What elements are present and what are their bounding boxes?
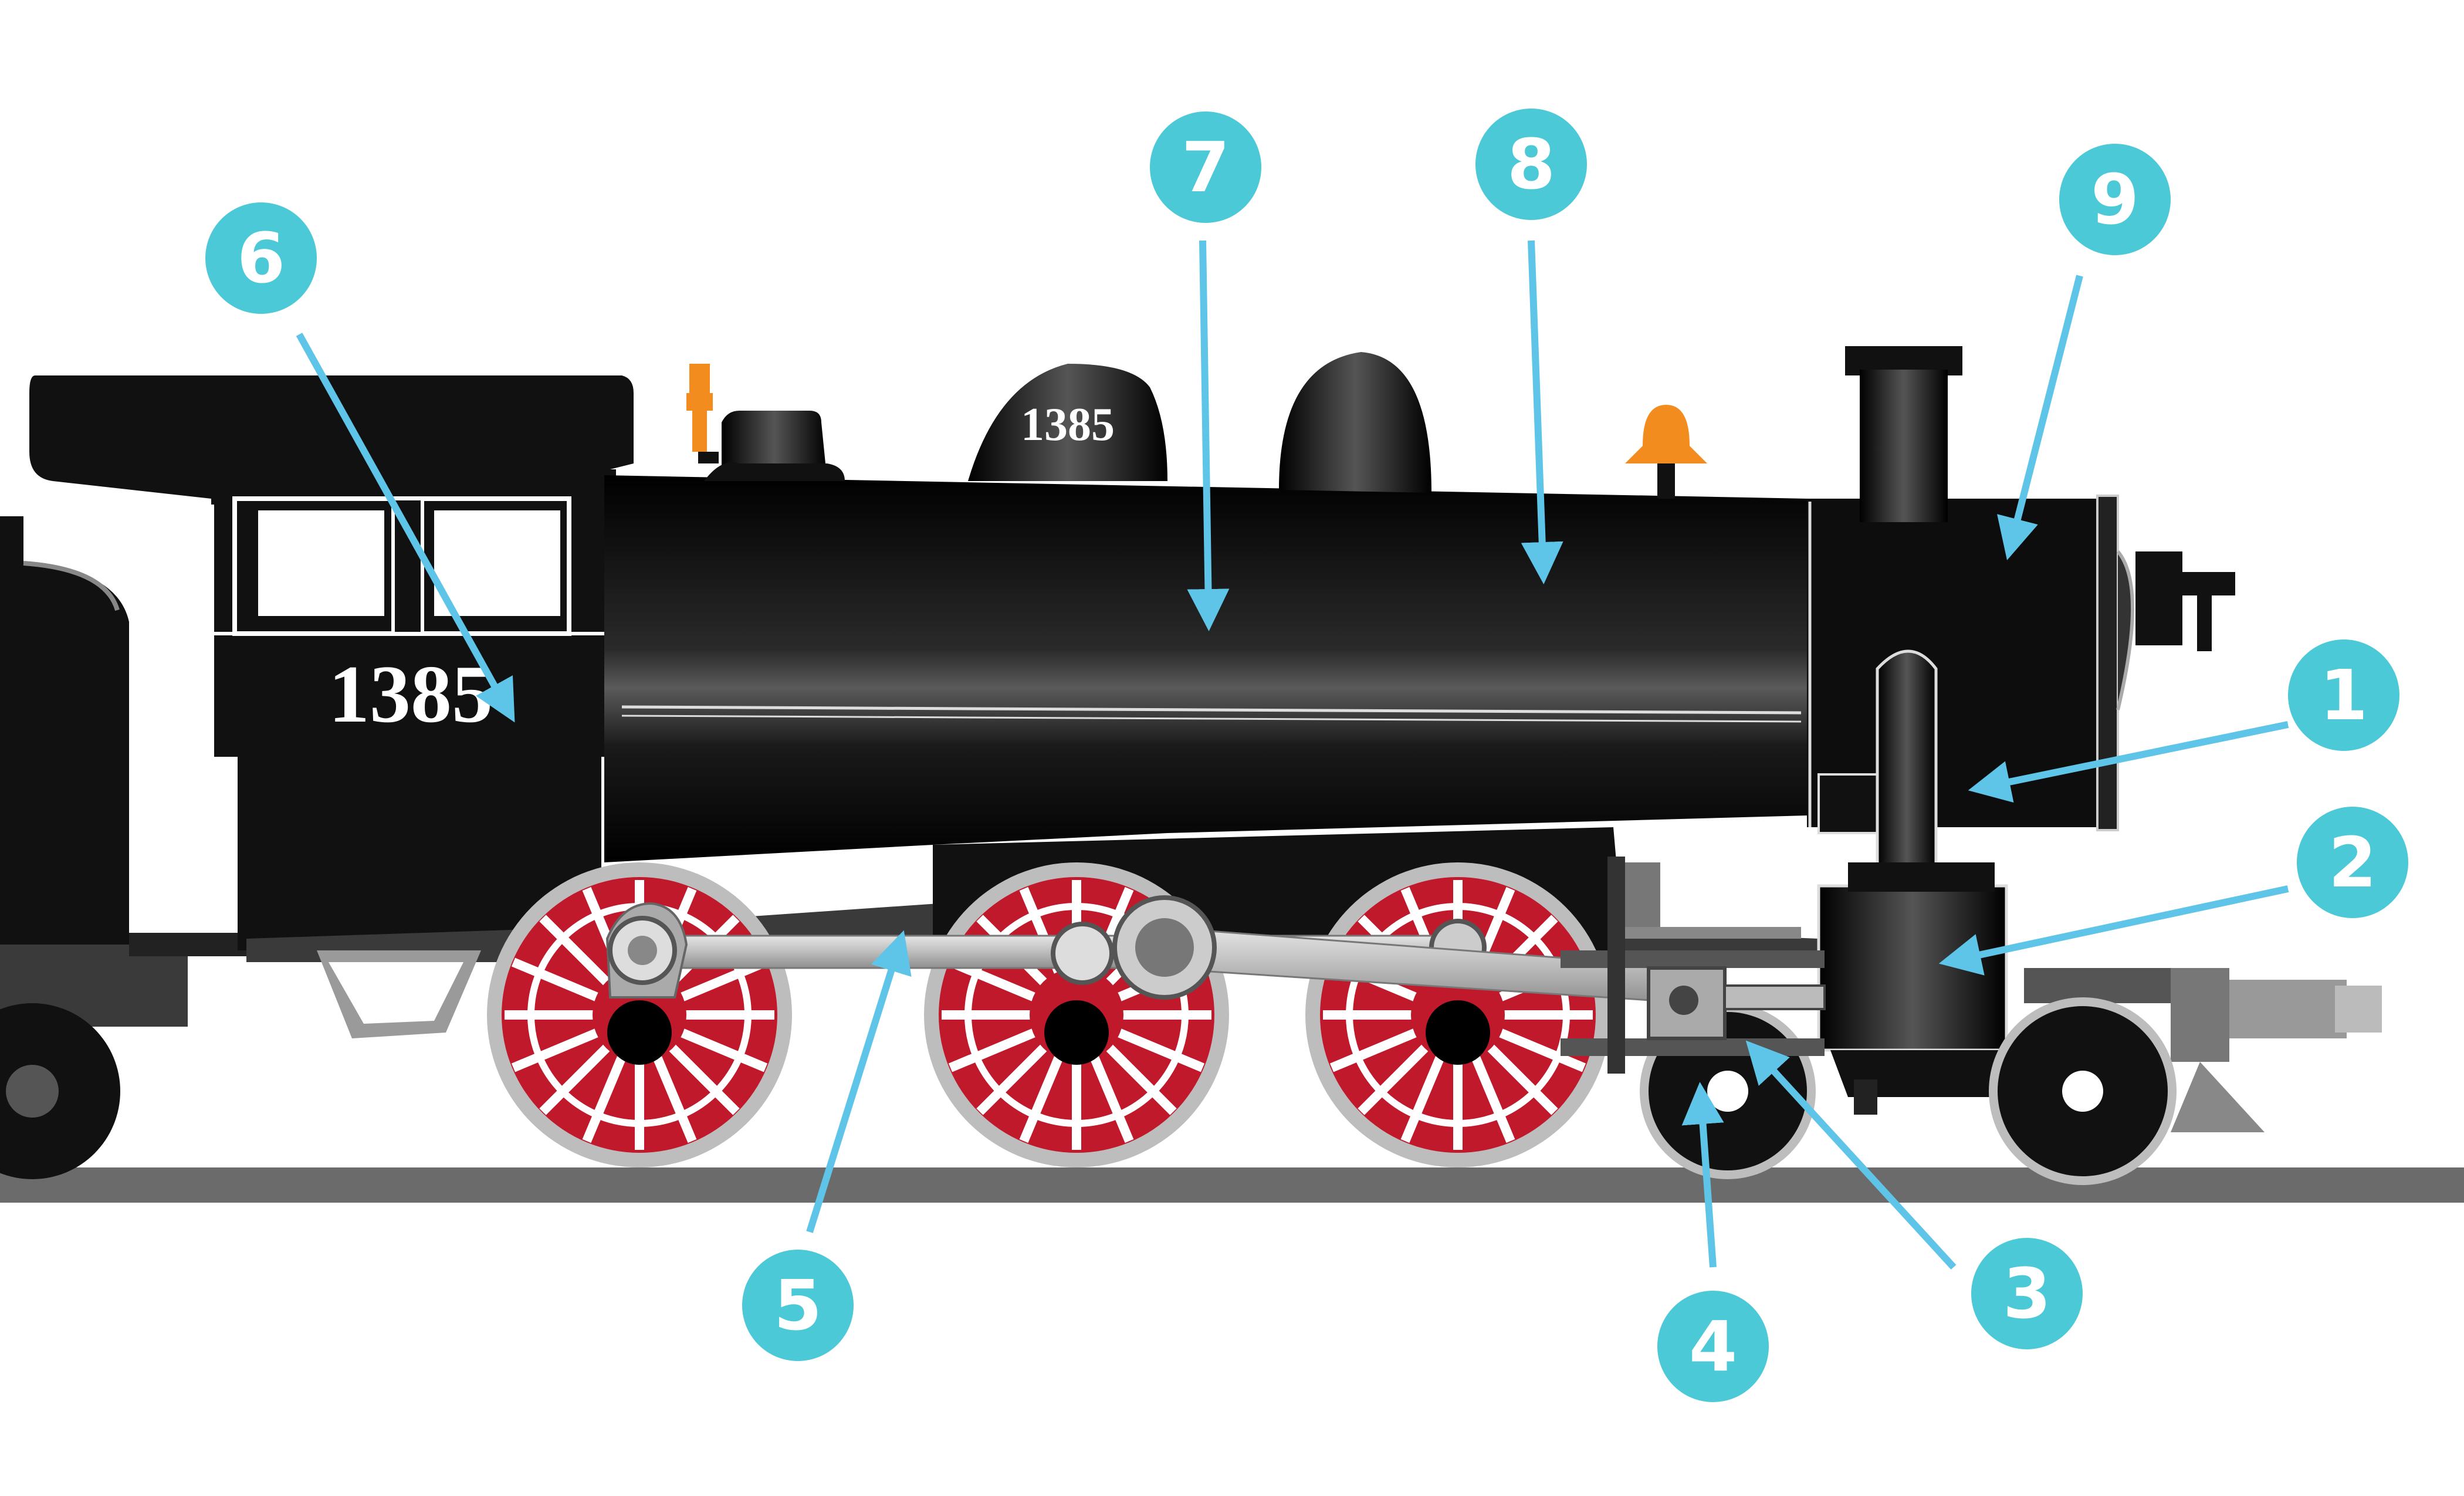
callout-5: 5 (742, 1250, 854, 1361)
callout-5-label: 5 (774, 1265, 822, 1346)
arrow-4 (1681, 1082, 1724, 1268)
whistle (686, 364, 719, 463)
callout-9-label: 9 (2091, 159, 2139, 240)
arrow-5 (806, 930, 912, 1233)
arrow-2 (1938, 885, 2289, 976)
callout-9: 9 (2059, 144, 2171, 255)
main-rod (1112, 895, 1697, 1004)
driving-wheel-3 (1305, 862, 1610, 1167)
dome-number: 1385 (1021, 399, 1115, 451)
callout-7-label: 7 (1182, 127, 1230, 208)
callout-6-label: 6 (237, 218, 285, 299)
callout-4-label: 4 (1689, 1306, 1737, 1387)
arrow-7 (1187, 240, 1230, 631)
callout-1-label: 1 (2320, 655, 2368, 736)
arrow-6 (296, 333, 515, 723)
callout-8-label: 8 (1507, 124, 1555, 205)
callout-arrows (296, 240, 2289, 1270)
cab: 1385 (214, 481, 607, 950)
cylinder (1817, 862, 2012, 1115)
callout-1: 1 (2288, 639, 2399, 751)
boiler (604, 475, 1807, 862)
trailing-wheel-front (1989, 997, 2177, 1185)
arrow-1 (1968, 721, 2289, 803)
callout-3-label: 3 (2003, 1253, 2051, 1334)
steam-chest (1817, 649, 1938, 885)
arrow-9 (1997, 275, 2083, 560)
steam-dome: 1385 (968, 364, 1167, 481)
bell (1625, 405, 1707, 499)
smokebox (1807, 495, 2235, 831)
callout-8: 8 (1475, 109, 1587, 220)
arrow-3 (1745, 1040, 1957, 1270)
callout-2: 2 (2297, 807, 2408, 918)
callout-3: 3 (1971, 1238, 2083, 1349)
callout-6: 6 (205, 202, 317, 314)
pilot (2024, 968, 2382, 1132)
cab-roof (29, 375, 634, 499)
cab-number: 1385 (329, 649, 493, 740)
sand-dome (704, 411, 845, 481)
second-dome (1279, 352, 1431, 493)
arrow-8 (1521, 240, 1563, 584)
tender (0, 516, 246, 1179)
callout-2-label: 2 (2328, 822, 2377, 903)
smokestack (1845, 346, 1962, 522)
callout-4: 4 (1657, 1291, 1769, 1402)
callout-7: 7 (1150, 111, 1261, 223)
